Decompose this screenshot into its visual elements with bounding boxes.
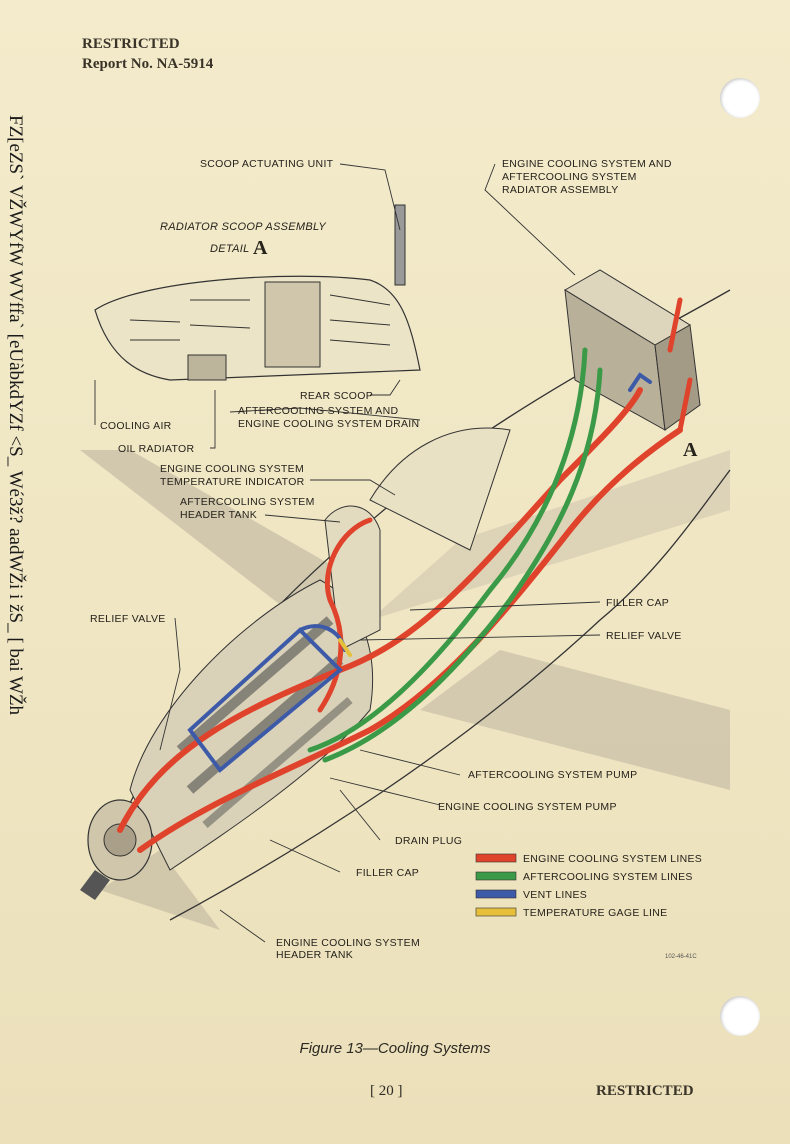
label-drain-1: AFTERCOOLING SYSTEM AND — [238, 405, 398, 417]
legend-label-aftercooling: AFTERCOOLING SYSTEM LINES — [523, 871, 693, 883]
classification-footer: RESTRICTED — [596, 1083, 694, 1099]
label-scoop-actuating-unit: SCOOP ACTUATING UNIT — [200, 158, 334, 170]
label-temp-indicator-1: ENGINE COOLING SYSTEM — [160, 463, 304, 475]
page-header: RESTRICTED Report No. NA-5914 — [82, 34, 213, 74]
right-wing-shade — [420, 650, 730, 790]
label-drain-plug: DRAIN PLUG — [395, 835, 462, 847]
label-relief-valve-left: RELIEF VALVE — [90, 613, 166, 625]
legend-swatch-engine — [475, 853, 517, 863]
label-header-tank-engine-2: HEADER TANK — [276, 949, 353, 961]
label-header-tank-after-2: HEADER TANK — [180, 509, 257, 521]
label-radiator-assembly-3: RADIATOR ASSEMBLY — [502, 184, 619, 196]
legend-swatch-temp-gage — [475, 907, 517, 917]
section-letter: A — [683, 439, 698, 461]
label-relief-valve-right: RELIEF VALVE — [606, 630, 682, 642]
vent-line-1 — [187, 627, 343, 773]
label-filler-cap-bottom: FILLER CAP — [356, 867, 419, 879]
label-header-tank-after-1: AFTERCOOLING SYSTEM — [180, 496, 315, 508]
detail-sub: DETAIL — [210, 243, 250, 255]
label-rear-scoop: REAR SCOOP — [300, 390, 373, 402]
legend-label-vent: VENT LINES — [523, 889, 587, 901]
binder-hole-bottom — [720, 996, 760, 1036]
label-header-tank-engine-1: ENGINE COOLING SYSTEM — [276, 937, 420, 949]
engine-block — [80, 579, 374, 900]
engine-line-4 — [667, 297, 693, 433]
label-engine-pump: ENGINE COOLING SYSTEM PUMP — [438, 801, 617, 813]
classification-header: RESTRICTED — [82, 36, 180, 52]
fuselage-bottom-line — [169, 469, 731, 921]
vent-line-3 — [628, 372, 652, 392]
detail-letter: A — [253, 237, 268, 259]
side-margin-text: FZ[eZS` VŽWYfW WVffa` [eUàbkdYZf <S_ Wé3… — [0, 115, 26, 1055]
label-oil-radiator: OIL RADIATOR — [118, 443, 194, 455]
pipe-lines — [117, 297, 693, 853]
after-line-2 — [322, 367, 603, 763]
legend-swatch-vent — [475, 889, 517, 899]
label-radiator-assembly-1: ENGINE COOLING SYSTEM AND — [502, 158, 672, 170]
label-radiator-assembly-2: AFTERCOOLING SYSTEM — [502, 171, 637, 183]
figure-caption: Figure 13—Cooling Systems — [299, 1040, 491, 1057]
report-number: Report No. NA-5914 — [82, 56, 214, 72]
after-line-1 — [307, 347, 588, 753]
label-filler-cap-right: FILLER CAP — [606, 597, 669, 609]
radiator-assembly — [564, 269, 701, 431]
binder-hole-top — [720, 78, 760, 118]
cooling-system-diagram: SCOOP ACTUATING UNIT ENGINE COOLING SYST… — [80, 158, 731, 961]
legend-swatch-aftercooling — [475, 871, 517, 881]
temp-gage-line — [338, 638, 352, 657]
legend-label-temp-gage: TEMPERATURE GAGE LINE — [523, 907, 667, 919]
side-margin-string: FZ[eZS` VŽWYfW WVffa` [eUàbkdYZf <S_ Wé3… — [5, 115, 26, 716]
label-aftercooling-pump: AFTERCOOLING SYSTEM PUMP — [468, 769, 637, 781]
left-wing-shade — [80, 450, 340, 620]
engine-line-3 — [317, 517, 373, 713]
label-temp-indicator-2: TEMPERATURE INDICATOR — [160, 476, 305, 488]
scoop-detail — [94, 204, 421, 381]
drawing-number: 102-46-41C — [665, 954, 697, 960]
canopy — [369, 427, 511, 551]
detail-title: RADIATOR SCOOP ASSEMBLY — [160, 221, 326, 233]
legend-label-engine: ENGINE COOLING SYSTEM LINES — [523, 853, 702, 865]
leader-lines — [94, 163, 601, 943]
page-number: [ 20 ] — [370, 1083, 403, 1099]
label-cooling-air: COOLING AIR — [100, 420, 172, 432]
legend: ENGINE COOLING SYSTEM LINES AFTERCOOLING… — [475, 853, 702, 919]
label-drain-2: ENGINE COOLING SYSTEM DRAIN — [238, 418, 419, 430]
